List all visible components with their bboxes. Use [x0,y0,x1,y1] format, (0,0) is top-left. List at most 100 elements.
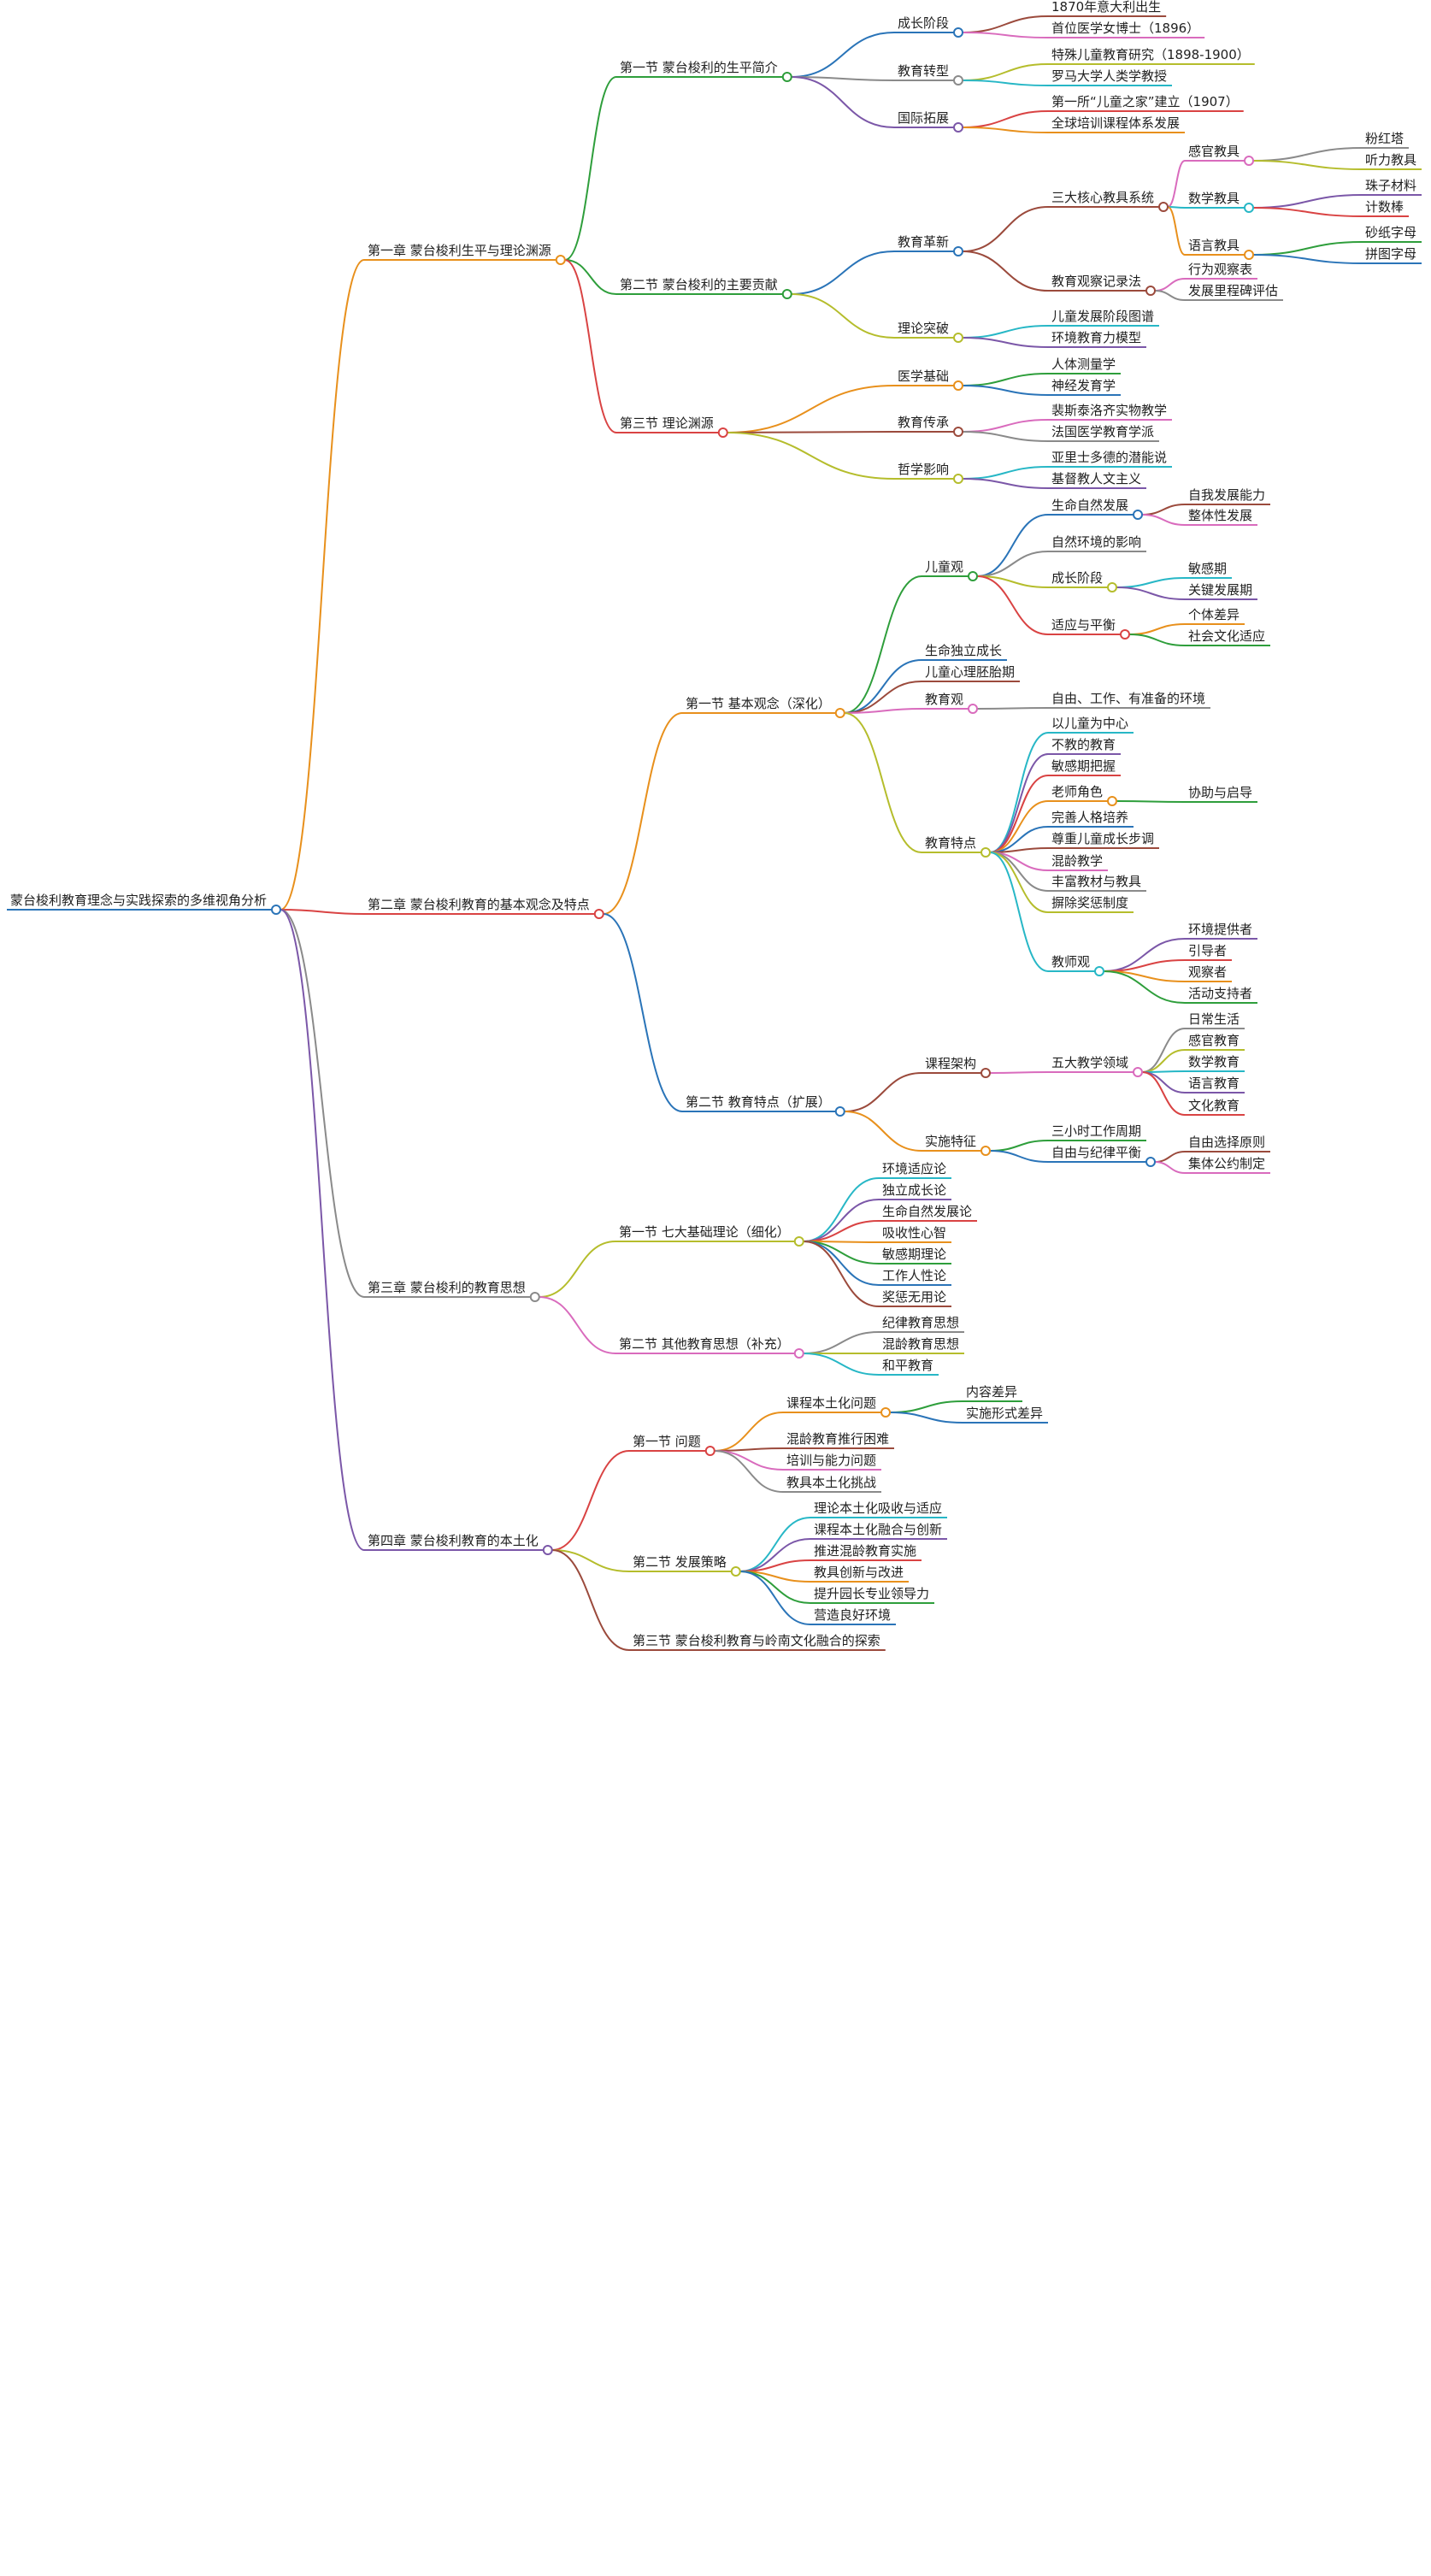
collapse-toggle[interactable] [593,909,604,919]
mindmap-node[interactable]: 吸收性心智 [879,1225,952,1243]
mindmap-node[interactable]: 第二章 蒙台梭利教育的基本观念及特点 [364,897,604,919]
mindmap-node[interactable]: 生命自然发展 [1048,498,1144,520]
mindmap-node[interactable]: 奖惩无用论 [879,1289,952,1307]
collapse-toggle[interactable] [555,255,566,265]
collapse-toggle[interactable] [1145,1157,1157,1167]
collapse-toggle[interactable] [1244,250,1255,260]
mindmap-node[interactable]: 砂纸字母 [1362,225,1422,243]
mindmap-node[interactable]: 推进混龄教育实施 [810,1543,922,1561]
mindmap-node[interactable]: 协助与启导 [1185,785,1258,803]
collapse-toggle[interactable] [880,1407,892,1418]
mindmap-node[interactable]: 丰富教材与教具 [1048,874,1147,892]
mindmap-node[interactable]: 个体差异 [1185,607,1246,625]
mindmap-node[interactable]: 裴斯泰洛齐实物教学 [1048,403,1173,421]
mindmap-node[interactable]: 混龄教育思想 [879,1336,965,1354]
mindmap-node[interactable]: 罗马大学人类学教授 [1048,68,1173,86]
mindmap-node[interactable]: 神经发育学 [1048,378,1122,396]
mindmap-node[interactable]: 内容差异 [963,1384,1023,1402]
mindmap-node[interactable]: 生命自然发展论 [879,1204,978,1222]
mindmap-node[interactable]: 教具创新与改进 [810,1565,910,1583]
mindmap-node[interactable]: 拼图字母 [1362,246,1422,264]
mindmap-node[interactable]: 活动支持者 [1185,986,1258,1004]
mindmap-node[interactable]: 完善人格培养 [1048,810,1134,828]
mindmap-node[interactable]: 整体性发展 [1185,508,1258,526]
mindmap-node[interactable]: 数学教育 [1185,1054,1246,1072]
mindmap-node[interactable]: 环境教育力模型 [1048,330,1147,348]
collapse-toggle[interactable] [1244,203,1255,213]
mindmap-node[interactable]: 感官教具 [1185,144,1255,166]
mindmap-node[interactable]: 实施形式差异 [963,1406,1049,1424]
collapse-toggle[interactable] [980,1068,992,1078]
mindmap-node[interactable]: 1870年意大利出生 [1048,0,1167,17]
mindmap-node[interactable]: 培训与能力问题 [783,1453,882,1471]
collapse-toggle[interactable] [980,1146,992,1156]
collapse-toggle[interactable] [953,122,964,133]
mindmap-node[interactable]: 儿童发展阶段图谱 [1048,309,1160,327]
root-node[interactable]: 蒙台梭利教育理念与实践探索的多维视角分析 [7,893,282,915]
mindmap-node[interactable]: 特殊儿童教育研究（1898-1900） [1048,47,1255,65]
mindmap-node[interactable]: 适应与平衡 [1048,617,1131,640]
mindmap-node[interactable]: 第四章 蒙台梭利教育的本土化 [364,1533,553,1555]
mindmap-node[interactable]: 数学教具 [1185,191,1255,213]
mindmap-node[interactable]: 第一节 问题 [629,1434,716,1456]
mindmap-node[interactable]: 教育观察记录法 [1048,274,1157,296]
mindmap-node[interactable]: 敏感期理论 [879,1247,952,1264]
mindmap-node[interactable]: 成长阶段 [894,15,964,38]
mindmap-node[interactable]: 独立成长论 [879,1182,952,1200]
collapse-toggle[interactable] [953,474,964,484]
mindmap-node[interactable]: 三小时工作周期 [1048,1123,1147,1141]
mindmap-node[interactable]: 第三章 蒙台梭利的教育思想 [364,1280,540,1302]
collapse-toggle[interactable] [980,847,992,858]
mindmap-node[interactable]: 教师观 [1048,954,1105,976]
mindmap-node[interactable]: 教育传承 [894,415,964,437]
mindmap-node[interactable]: 敏感期 [1185,561,1233,579]
collapse-toggle[interactable] [1145,286,1157,296]
mindmap-node[interactable]: 哲学影响 [894,462,964,484]
mindmap-node[interactable]: 第一节 蒙台梭利的生平简介 [616,60,792,82]
mindmap-node[interactable]: 第一节 基本观念（深化） [682,696,845,718]
mindmap-node[interactable]: 提升园长专业领导力 [810,1586,935,1604]
collapse-toggle[interactable] [793,1236,804,1247]
collapse-toggle[interactable] [1133,1067,1144,1077]
mindmap-node[interactable]: 医学基础 [894,368,964,391]
collapse-toggle[interactable] [717,427,728,438]
mindmap-node[interactable]: 以儿童为中心 [1048,716,1134,734]
collapse-toggle[interactable] [953,333,964,343]
collapse-toggle[interactable] [781,289,792,299]
mindmap-node[interactable]: 教育革新 [894,234,964,256]
mindmap-node[interactable]: 社会文化适应 [1185,628,1271,646]
mindmap-node[interactable]: 课程架构 [922,1056,992,1078]
collapse-toggle[interactable] [1107,796,1118,806]
mindmap-node[interactable]: 老师角色 [1048,784,1118,806]
mindmap-node[interactable]: 混龄教学 [1048,853,1109,871]
mindmap-node[interactable]: 语言教具 [1185,238,1255,260]
collapse-toggle[interactable] [542,1545,553,1555]
mindmap-node[interactable]: 基督教人文主义 [1048,471,1147,489]
mindmap-node[interactable]: 感官教育 [1185,1033,1246,1051]
mindmap-node[interactable]: 引导者 [1185,943,1233,961]
mindmap-node[interactable]: 自由与纪律平衡 [1048,1145,1157,1167]
mindmap-node[interactable]: 摒除奖惩制度 [1048,895,1134,913]
collapse-toggle[interactable] [1158,202,1169,212]
mindmap-node[interactable]: 环境适应论 [879,1161,952,1179]
mindmap-node[interactable]: 环境提供者 [1185,922,1258,940]
mindmap-node[interactable]: 集体公约制定 [1185,1156,1271,1174]
mindmap-node[interactable]: 第一节 七大基础理论（细化） [615,1224,804,1247]
mindmap-node[interactable]: 行为观察表 [1185,262,1258,280]
mindmap-node[interactable]: 教育特点 [922,835,992,858]
mindmap-node[interactable]: 发展里程碑评估 [1185,283,1284,301]
mindmap-node[interactable]: 自然环境的影响 [1048,534,1147,552]
mindmap-node[interactable]: 全球培训课程体系发展 [1048,115,1186,133]
collapse-toggle[interactable] [271,905,282,915]
mindmap-node[interactable]: 不教的教育 [1048,737,1122,755]
mindmap-node[interactable]: 国际拓展 [894,110,964,133]
mindmap-node[interactable]: 自我发展能力 [1185,487,1271,505]
mindmap-node[interactable]: 法国医学教育学派 [1048,424,1160,442]
collapse-toggle[interactable] [968,571,979,581]
collapse-toggle[interactable] [704,1446,716,1456]
mindmap-node[interactable]: 纪律教育思想 [879,1315,965,1333]
collapse-toggle[interactable] [953,246,964,256]
collapse-toggle[interactable] [529,1292,540,1302]
mindmap-node[interactable]: 儿童观 [922,559,979,581]
mindmap-node[interactable]: 三大核心教具系统 [1048,190,1169,212]
